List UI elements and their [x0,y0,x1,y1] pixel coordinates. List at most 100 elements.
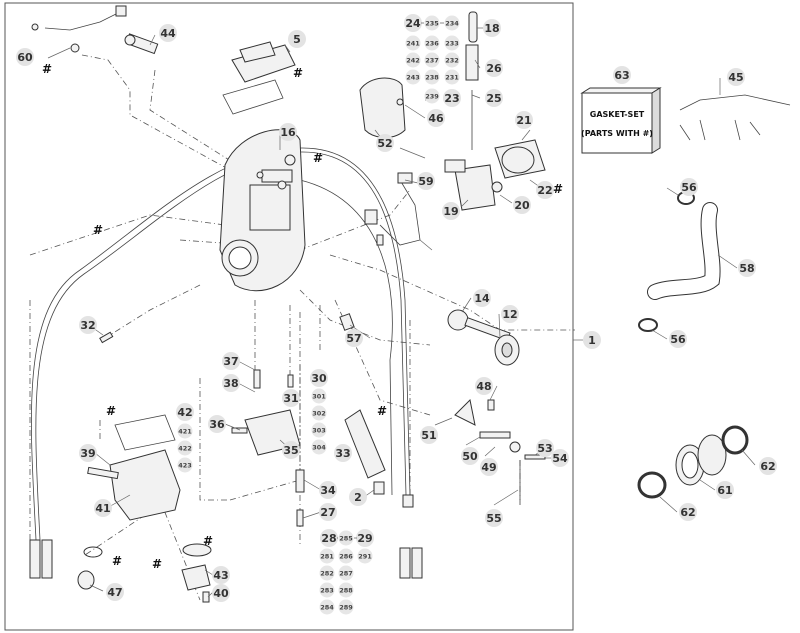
callout-52: 52 [376,134,394,152]
callout-label: 12 [502,308,517,321]
callout-label: 37 [223,355,238,368]
gasket-marker: # [203,534,213,548]
sub-number-238: 238 [424,69,440,85]
sub-number-282: 282 [319,565,335,581]
callout-31: 31 [282,389,300,407]
callout-label: 47 [107,586,122,599]
callout-45: 45 [727,68,745,86]
callout-35: 35 [282,441,300,459]
sub-number-label: 234 [445,20,459,28]
callout-54: 54 [551,449,569,467]
callout-label: 31 [283,392,298,405]
callout-56: 56 [680,178,698,196]
float-bowl-part-41 [87,449,181,521]
sub-number-281: 281 [319,548,335,564]
cable-adjuster-right-a [399,547,411,579]
callout-label: 49 [481,461,496,474]
carburetor-body [219,129,306,292]
screw-part-32 [99,331,114,344]
callout-label: 62 [680,506,695,519]
callout-label: 55 [486,512,501,525]
callout-58: 58 [738,259,756,277]
sub-number-label: 289 [339,604,353,612]
callout-16: 16 [279,123,297,141]
callout-label: 41 [95,502,110,515]
sub-number-291: 291 [357,548,373,564]
sub-number-232: 232 [444,52,460,68]
callout-37: 37 [222,352,240,370]
callout-62: 62 [759,457,777,475]
callout-57: 57 [345,329,363,347]
sub-number-286: 286 [338,548,354,564]
callout-label: 46 [428,112,444,125]
sub-number-237: 237 [424,52,440,68]
throttle-wheel-part-14 [447,309,520,366]
callout-label: 30 [311,372,327,385]
vent-hose-part-60 [31,5,127,53]
callout-5: 5 [288,30,306,48]
needle-parts-18-26 [465,11,479,150]
callout-46: 46 [427,109,445,127]
sub-number-label: 238 [425,74,439,82]
callout-44: 44 [159,24,177,42]
callout-28: 28 [320,529,338,547]
callout-38: 38 [222,374,240,392]
callout-label: 2 [354,491,362,504]
sub-number-label: 284 [320,604,334,612]
jet-part-31 [287,374,294,388]
callout-61: 61 [716,481,734,499]
callout-label: 52 [377,137,392,150]
callout-label: 34 [320,484,336,497]
callout-label: 39 [80,447,95,460]
gasket-marker: # [553,182,563,196]
callout-label: 57 [346,332,361,345]
callout-label: 48 [476,380,491,393]
callout-40: 40 [212,584,230,602]
callout-43: 43 [212,566,230,584]
callout-label: 28 [321,532,336,545]
sub-number-label: 283 [320,587,334,595]
callout-2: 2 [349,488,367,506]
sub-number-label: 231 [445,74,459,82]
hose-clamp-part-62-right [721,425,749,455]
callout-53: 53 [536,439,554,457]
callout-59: 59 [417,172,435,190]
sub-number-label: 282 [320,570,334,578]
sub-number-302: 302 [311,405,327,421]
callout-26: 26 [485,59,503,77]
sub-number-label: 302 [312,410,326,418]
callout-24: 24 [404,14,422,32]
callout-29: 29 [356,529,374,547]
callout-50: 50 [461,447,479,465]
callout-63: 63 [613,66,631,84]
cable-adjuster-left-a [29,539,41,579]
callout-51: 51 [420,426,438,444]
sub-number-233: 233 [444,35,460,51]
callout-39: 39 [79,444,97,462]
sub-number-label: 291 [358,553,372,561]
sub-number-label: 304 [312,444,326,452]
jet-part-2 [373,481,385,495]
callout-label: 1 [588,334,596,347]
callout-label: 42 [177,406,192,419]
sub-number-label: 243 [406,74,420,82]
sub-number-235: 235 [424,15,440,31]
hose-clamp-part-56-bottom [638,318,658,332]
callout-label: 22 [537,184,552,197]
callout-47: 47 [106,583,124,601]
gasket-marker: # [106,404,116,418]
float-bowl-gasket-part-42 [114,414,176,451]
cable-adjuster-left-b [41,539,53,579]
callout-label: 59 [418,175,433,188]
gasket-marker: # [42,62,52,76]
cable-end-right [402,494,414,508]
sub-number-241: 241 [405,35,421,51]
callout-20: 20 [513,196,531,214]
callout-label: 24 [405,17,421,30]
callout-32: 32 [79,316,97,334]
callout-30: 30 [310,369,328,387]
callout-18: 18 [483,19,501,37]
sub-number-285: 285 [338,530,354,546]
callout-label: 35 [283,444,298,457]
